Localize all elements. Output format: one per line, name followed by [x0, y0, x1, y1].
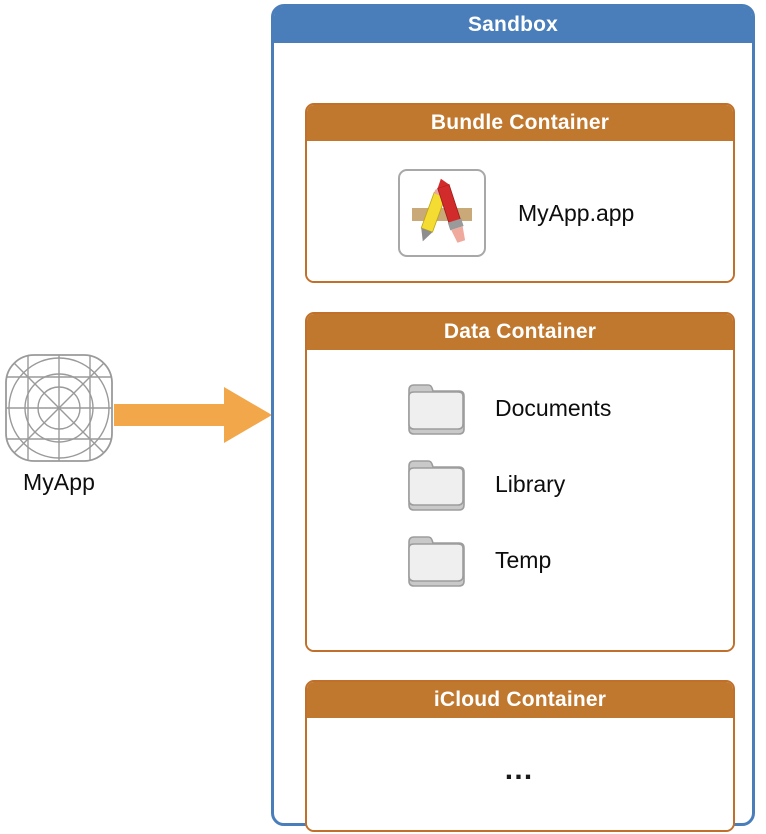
- folder-list: Documents Library: [307, 350, 733, 598]
- bundle-container-title: Bundle Container: [307, 105, 733, 141]
- myapp-label: MyApp: [22, 469, 96, 495]
- sandbox-box: Sandbox Bundle Container: [271, 4, 755, 832]
- icloud-container-body: …: [307, 718, 733, 830]
- folder-icon-svg: [408, 384, 465, 435]
- list-item[interactable]: Library: [307, 446, 733, 522]
- app-grid-template-icon: [4, 353, 114, 463]
- list-item[interactable]: Documents: [307, 370, 733, 446]
- app-bundle-icon-svg: [412, 178, 472, 243]
- folder-icon: [405, 456, 467, 512]
- folder-label: Temp: [495, 546, 552, 573]
- bundle-container: Bundle Container: [305, 103, 735, 283]
- data-container-title: Data Container: [307, 314, 733, 350]
- folder-icon: [405, 532, 467, 588]
- list-item[interactable]: MyApp.app: [307, 141, 733, 281]
- ellipsis-placeholder: …: [503, 753, 537, 786]
- folder-icon-svg: [408, 536, 465, 587]
- data-container-body: Documents Library: [307, 350, 733, 650]
- folder-icon: [405, 380, 467, 436]
- bundle-item-label: MyApp.app: [518, 199, 635, 226]
- sandbox-title: Sandbox: [274, 7, 752, 43]
- folder-icon-svg: [408, 460, 465, 511]
- folder-label: Library: [495, 470, 566, 497]
- data-container: Data Container Documents: [305, 312, 735, 652]
- icloud-container-title: iCloud Container: [307, 682, 733, 718]
- folder-label: Documents: [495, 394, 612, 421]
- bundle-container-body: MyApp.app: [307, 141, 733, 281]
- icloud-container: iCloud Container …: [305, 680, 735, 832]
- right-arrow-svg: [114, 387, 272, 443]
- list-item[interactable]: Temp: [307, 522, 733, 598]
- myapp-source-node: MyApp: [4, 353, 118, 508]
- sandbox-body: Bundle Container: [274, 43, 752, 832]
- app-bundle-icon: [398, 169, 486, 257]
- right-arrow-icon: [114, 385, 274, 445]
- app-grid-template-icon-svg: [5, 354, 113, 462]
